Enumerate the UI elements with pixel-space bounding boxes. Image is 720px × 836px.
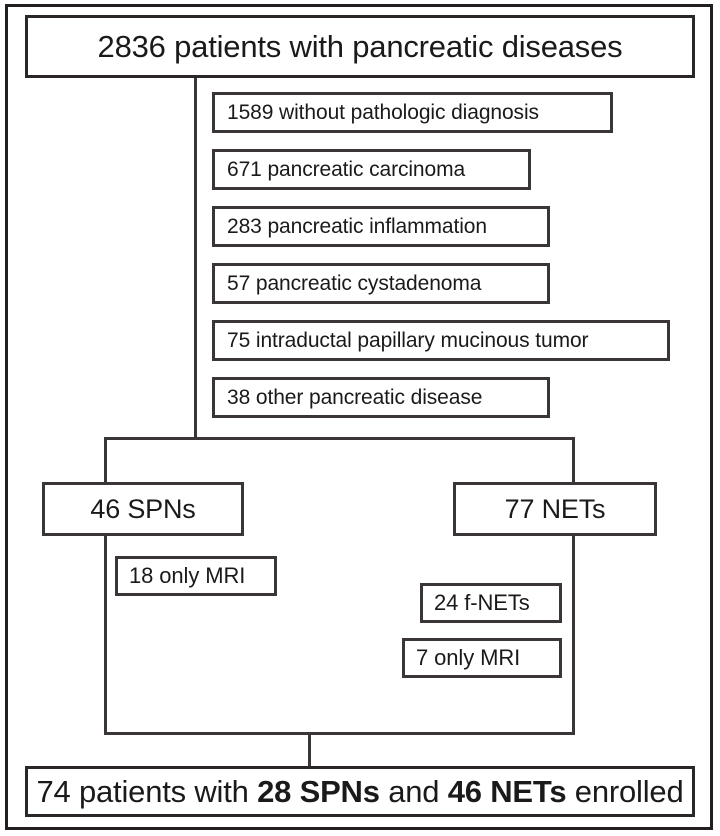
connector-spn-drop <box>104 437 107 485</box>
final-prefix: 74 patients with <box>36 773 258 809</box>
node-branch-spn: 46 SPNs <box>42 482 244 536</box>
node-exclusion-1-label: 671 pancreatic carcinoma <box>227 157 466 181</box>
node-exclusion-3-label: 57 pancreatic cystadenoma <box>227 271 482 295</box>
connector-net-drop <box>572 437 575 485</box>
connector-split-horizontal <box>104 437 575 440</box>
node-exclusion-4: 75 intraductal papillary mucinous tumor <box>212 320 670 361</box>
node-branch-net-label: 77 NETs <box>504 493 606 524</box>
node-spn-exclusion-0-label: 18 only MRI <box>129 563 246 588</box>
connector-final-drop <box>308 732 311 768</box>
node-branch-spn-label: 46 SPNs <box>90 493 196 524</box>
node-final-enrolled: 74 patients with 28 SPNs and 46 NETs enr… <box>25 766 695 817</box>
node-spn-exclusion-0: 18 only MRI <box>115 556 277 596</box>
node-branch-net: 77 NETs <box>453 482 657 536</box>
node-exclusion-5-label: 38 other pancreatic disease <box>227 385 483 409</box>
node-net-exclusion-0-label: 24 f-NETs <box>434 590 530 615</box>
node-net-exclusion-0: 24 f-NETs <box>420 583 562 623</box>
node-exclusion-2: 283 pancreatic inflammation <box>212 206 550 247</box>
connector-trunk-vertical <box>194 78 197 440</box>
final-suffix: enrolled <box>566 773 684 809</box>
node-exclusion-0-label: 1589 without pathologic diagnosis <box>227 100 539 124</box>
connector-spn-stem <box>104 533 107 735</box>
final-middle: and <box>379 773 448 809</box>
final-bold-spns: 28 SPNs <box>257 773 380 809</box>
node-exclusion-0: 1589 without pathologic diagnosis <box>212 92 613 133</box>
connector-merge-horizontal <box>104 732 575 735</box>
node-exclusion-3: 57 pancreatic cystadenoma <box>212 263 550 304</box>
node-total-patients: 2836 patients with pancreatic diseases <box>25 15 695 78</box>
node-total-patients-label: 2836 patients with pancreatic diseases <box>97 28 623 64</box>
node-exclusion-2-label: 283 pancreatic inflammation <box>227 214 487 238</box>
connector-net-stem <box>572 533 575 735</box>
node-net-exclusion-1: 7 only MRI <box>402 638 562 678</box>
node-final-enrolled-label: 74 patients with 28 SPNs and 46 NETs enr… <box>28 774 692 810</box>
node-net-exclusion-1-label: 7 only MRI <box>416 645 521 670</box>
node-exclusion-4-label: 75 intraductal papillary mucinous tumor <box>227 328 589 352</box>
node-exclusion-5: 38 other pancreatic disease <box>212 377 550 418</box>
node-exclusion-1: 671 pancreatic carcinoma <box>212 149 531 190</box>
figure-frame <box>5 4 713 830</box>
final-bold-nets: 46 NETs <box>447 773 567 809</box>
